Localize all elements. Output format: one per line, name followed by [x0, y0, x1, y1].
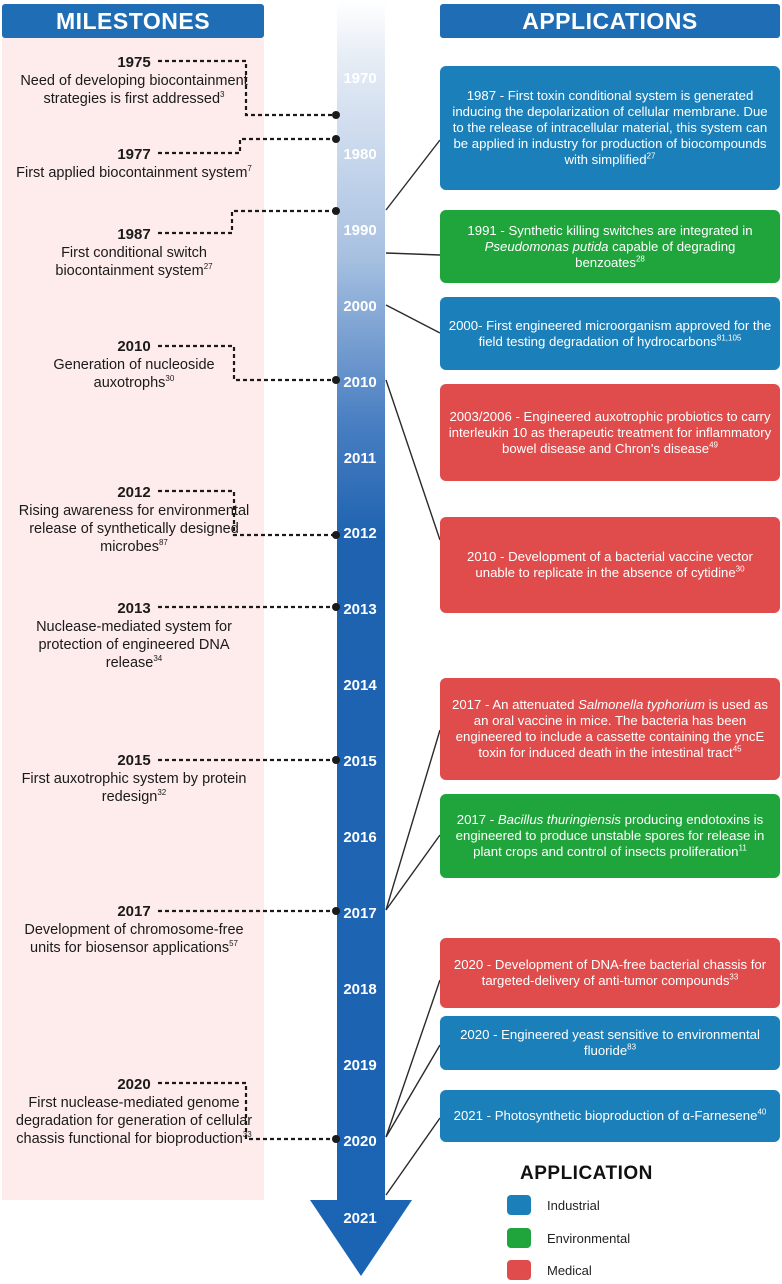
connector-lines — [158, 59, 441, 1196]
milestones-panel — [2, 38, 264, 1200]
milestone-dot — [332, 603, 340, 611]
milestone-connector — [158, 59, 336, 117]
timeline-year-label: 2012 — [343, 525, 377, 542]
milestone-year: 2015 — [117, 752, 151, 769]
application-connector — [385, 1117, 441, 1196]
application-card-industrial: 1987 - First toxin conditional system is… — [440, 66, 780, 190]
application-card-industrial: 2000- First engineered microorganism app… — [440, 297, 780, 370]
legend-label: Medical — [547, 1263, 592, 1278]
milestone-item: 2017 Development of chromosome-free unit… — [24, 903, 244, 956]
milestone-connector — [158, 1081, 336, 1141]
milestone-dot — [332, 207, 340, 215]
milestone-connector — [158, 344, 336, 382]
application-card-environmental: 1991 - Synthetic killing switches are in… — [440, 210, 780, 283]
legend-swatch-industrial — [507, 1195, 531, 1215]
legend-swatch-environmental — [507, 1228, 531, 1248]
application-card-medical: 2020 - Development of DNA-free bacterial… — [440, 938, 780, 1008]
milestone-dot — [332, 135, 340, 143]
milestone-item: 2020 First nuclease-mediated genome degr… — [15, 1076, 253, 1147]
milestone-year: 1975 — [117, 54, 151, 71]
milestone-dot — [332, 376, 340, 384]
application-card-medical: 2017 - An attenuated Salmonella typhoriu… — [440, 678, 780, 780]
legend-swatch-medical — [507, 1260, 531, 1280]
timeline-year-label: 2019 — [343, 1057, 377, 1074]
application-connector — [385, 834, 441, 911]
milestone-item: 1975 Need of developing biocontainment s… — [20, 54, 248, 107]
milestone-item: 2010 Generation of nucleoside auxotrophs… — [53, 338, 215, 391]
milestone-item: 1977 First applied biocontainment system… — [16, 146, 252, 181]
timeline-year-label: 2016 — [343, 829, 377, 846]
timeline-year-label: 1980 — [343, 146, 377, 163]
application-connector — [385, 979, 441, 1138]
milestone-item: 2015 First auxotrophic system by protein… — [21, 752, 247, 805]
milestone-item: 1987 First conditional switch biocontain… — [55, 226, 213, 279]
application-connector — [385, 139, 441, 211]
timeline-year-label: 2015 — [343, 753, 377, 770]
legend-label: Industrial — [547, 1198, 600, 1213]
timeline-year-label: 2021 — [343, 1210, 377, 1227]
application-card-industrial: 2021 - Photosynthetic bioproduction of α… — [440, 1090, 780, 1142]
application-card-environmental: 2017 - Bacillus thuringiensis producing … — [440, 794, 780, 878]
milestone-connector — [158, 209, 336, 235]
application-card-medical: 2010 - Development of a bacterial vaccin… — [440, 517, 780, 613]
milestones-header: MILESTONES — [2, 4, 264, 38]
milestone-item: 2012 Rising awareness for environmental … — [18, 484, 250, 555]
application-card-medical: 2003/2006 - Engineered auxotrophic probi… — [440, 384, 780, 481]
milestone-dot — [332, 907, 340, 915]
application-connector — [385, 304, 441, 334]
milestone-year: 2017 — [117, 903, 151, 920]
milestone-connector — [158, 137, 336, 155]
application-connector — [385, 252, 441, 256]
milestone-year: 1977 — [117, 146, 151, 163]
milestone-year: 2010 — [117, 338, 151, 355]
timeline-year-label: 1970 — [343, 70, 377, 87]
timeline-year-label: 2000 — [343, 298, 377, 315]
application-connector — [385, 1044, 441, 1138]
application-connector — [385, 729, 441, 911]
timeline-year-label: 2017 — [343, 905, 377, 922]
milestone-year: 1987 — [117, 226, 151, 243]
milestone-year: 2020 — [117, 1076, 151, 1093]
milestone-dot — [332, 756, 340, 764]
milestone-year: 2012 — [117, 484, 151, 501]
milestone-dot — [332, 531, 340, 539]
timeline-year-label: 2018 — [343, 981, 377, 998]
application-card-industrial: 2020 - Engineered yeast sensitive to env… — [440, 1016, 780, 1070]
timeline-year-label: 2020 — [343, 1133, 377, 1150]
timeline-year-label: 2010 — [343, 374, 377, 391]
milestone-connector — [158, 489, 336, 537]
application-connector — [385, 379, 441, 541]
applications-header: APPLICATIONS — [440, 4, 780, 38]
milestone-dot — [332, 111, 340, 119]
milestone-dot — [332, 1135, 340, 1143]
legend-title: APPLICATION — [520, 1163, 653, 1184]
timeline-arrow — [310, 0, 412, 1276]
timeline-year-label: 2013 — [343, 601, 377, 618]
timeline-year-label: 1990 — [343, 222, 377, 239]
timeline-year-label: 2014 — [343, 677, 377, 694]
milestone-item: 2013 Nuclease-mediated system for protec… — [36, 600, 232, 671]
milestone-year: 2013 — [117, 600, 151, 617]
timeline-year-label: 2011 — [343, 450, 377, 467]
legend-label: Environmental — [547, 1231, 631, 1246]
